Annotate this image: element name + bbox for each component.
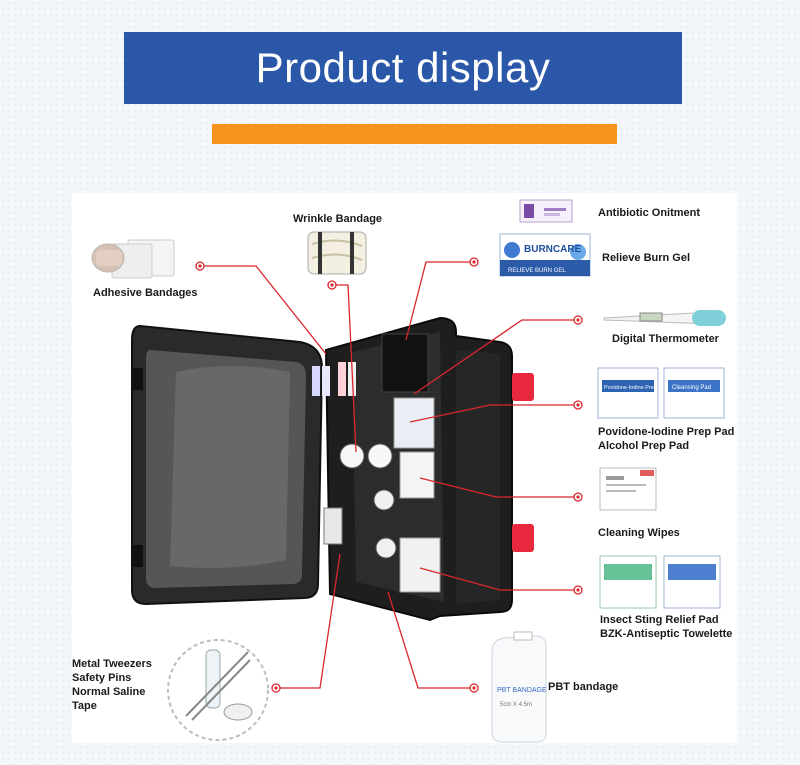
latch-top	[512, 373, 534, 401]
burncare-brand-text: BURNCARE	[524, 244, 582, 255]
pbt-size-text: 5cm X 4.5m	[500, 702, 532, 708]
label-alcohol-prep-pad: Alcohol Prep Pad	[598, 440, 690, 452]
label-sting-relief: Insect Sting Relief Pad BZK-Antiseptic T…	[600, 613, 732, 641]
label-antibiotic-ointment: Antibiotic Onitment	[598, 207, 701, 219]
cleaning-wipes-image	[599, 467, 657, 511]
label-digital-thermometer: Digital Thermometer	[612, 333, 719, 345]
label-cleaning-wipes: Cleaning Wipes	[598, 527, 680, 539]
tweezers-pins-image	[167, 639, 269, 741]
antibiotic-ointment-image	[519, 199, 573, 223]
label-povidone-iodine: Povidone-Iodine Prep Pad	[598, 426, 735, 438]
povidone-pad-text: Povidone-Iodine Prep Pad	[604, 385, 668, 391]
prep-pads-image: Povidone-Iodine Prep Pad Cleansing Pad	[597, 367, 725, 419]
label-tape: Tape	[72, 700, 97, 712]
insect-sting-pads-image	[599, 555, 721, 609]
thermometer-image	[603, 310, 726, 326]
label-insect-sting: Insect Sting Relief Pad	[600, 614, 719, 626]
burn-gel-image: BURNCARE RELIEVE BURN GEL	[499, 233, 591, 277]
label-safety-pins: Safety Pins	[72, 672, 132, 684]
label-relieve-burn-gel: Relieve Burn Gel	[602, 252, 691, 264]
pbt-roll-text: PBT BANDAGE	[497, 687, 547, 694]
case-contents	[312, 333, 441, 593]
latch-bottom	[512, 524, 534, 552]
label-pbt-bandage: PBT bandage	[548, 681, 619, 693]
title-underline-bar	[212, 124, 617, 144]
case-lid	[131, 324, 324, 606]
burncare-sub-text: RELIEVE BURN GEL	[508, 268, 566, 274]
cleansing-pad-text: Cleansing Pad	[672, 385, 711, 391]
leader-endpoints	[195, 257, 583, 693]
label-tweezers-group: Metal Tweezers Safety Pins Normal Saline…	[72, 657, 152, 713]
wrinkle-bandage-image	[307, 231, 367, 275]
adhesive-bandages-image	[91, 239, 175, 279]
page-title: Product display	[124, 32, 682, 104]
leader-lines	[200, 261, 578, 689]
leader-endpoint-dots	[198, 260, 580, 690]
page-title-text: Product display	[255, 44, 551, 91]
label-normal-saline: Normal Saline	[72, 686, 146, 698]
label-wrinkle-bandage: Wrinkle Bandage	[293, 213, 383, 225]
label-bzk-towelette: BZK-Antiseptic Towelette	[600, 628, 733, 640]
label-metal-tweezers: Metal Tweezers	[72, 658, 152, 670]
label-prep-pads: Povidone-Iodine Prep Pad Alcohol Prep Pa…	[598, 425, 734, 453]
label-adhesive-bandages: Adhesive Bandages	[93, 287, 198, 299]
pbt-bandage-image: PBT BANDAGE 5cm X 4.5m	[491, 631, 547, 743]
